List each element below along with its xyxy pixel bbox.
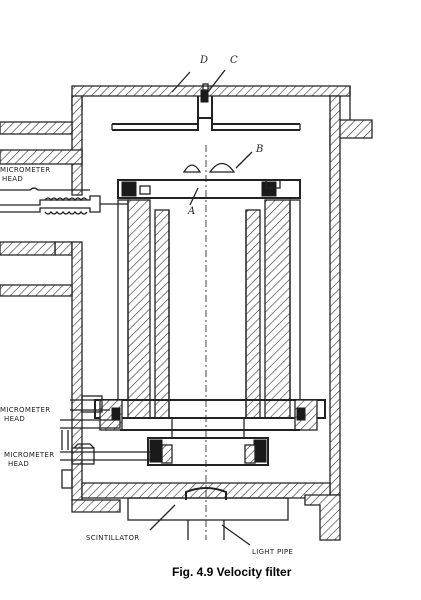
micrometer-head-1-label-2: HEAD — [2, 175, 23, 183]
figure-caption: Fig. 4.9 Velocity filter — [172, 565, 292, 579]
micrometer-head-3-label: MICROMETER — [4, 451, 54, 459]
rotating-cylinders — [117, 199, 301, 419]
light-pipe-label: LIGHT PIPE — [252, 548, 293, 556]
outer-housing — [0, 85, 373, 541]
micrometer-head-3-label-2: HEAD — [8, 460, 29, 468]
top-plate-assembly — [111, 69, 301, 131]
bottom-bearing-assembly — [94, 399, 326, 466]
label-b: B — [255, 144, 263, 155]
lower-micrometer-shafts — [60, 395, 151, 489]
upper-micrometer-shaft — [0, 187, 128, 215]
label-a: A — [187, 206, 195, 217]
label-c: C — [230, 55, 238, 66]
micrometer-head-2-label: MICROMETER — [0, 406, 50, 414]
micrometer-head-1-label: MICROMETER — [0, 166, 50, 174]
light-pipe-assembly — [127, 487, 289, 546]
scintillator-label: SCINTILLATOR — [86, 534, 139, 542]
label-d: D — [199, 55, 208, 66]
micrometer-head-2-label-2: HEAD — [4, 415, 25, 423]
top-disk-assembly — [117, 151, 301, 206]
